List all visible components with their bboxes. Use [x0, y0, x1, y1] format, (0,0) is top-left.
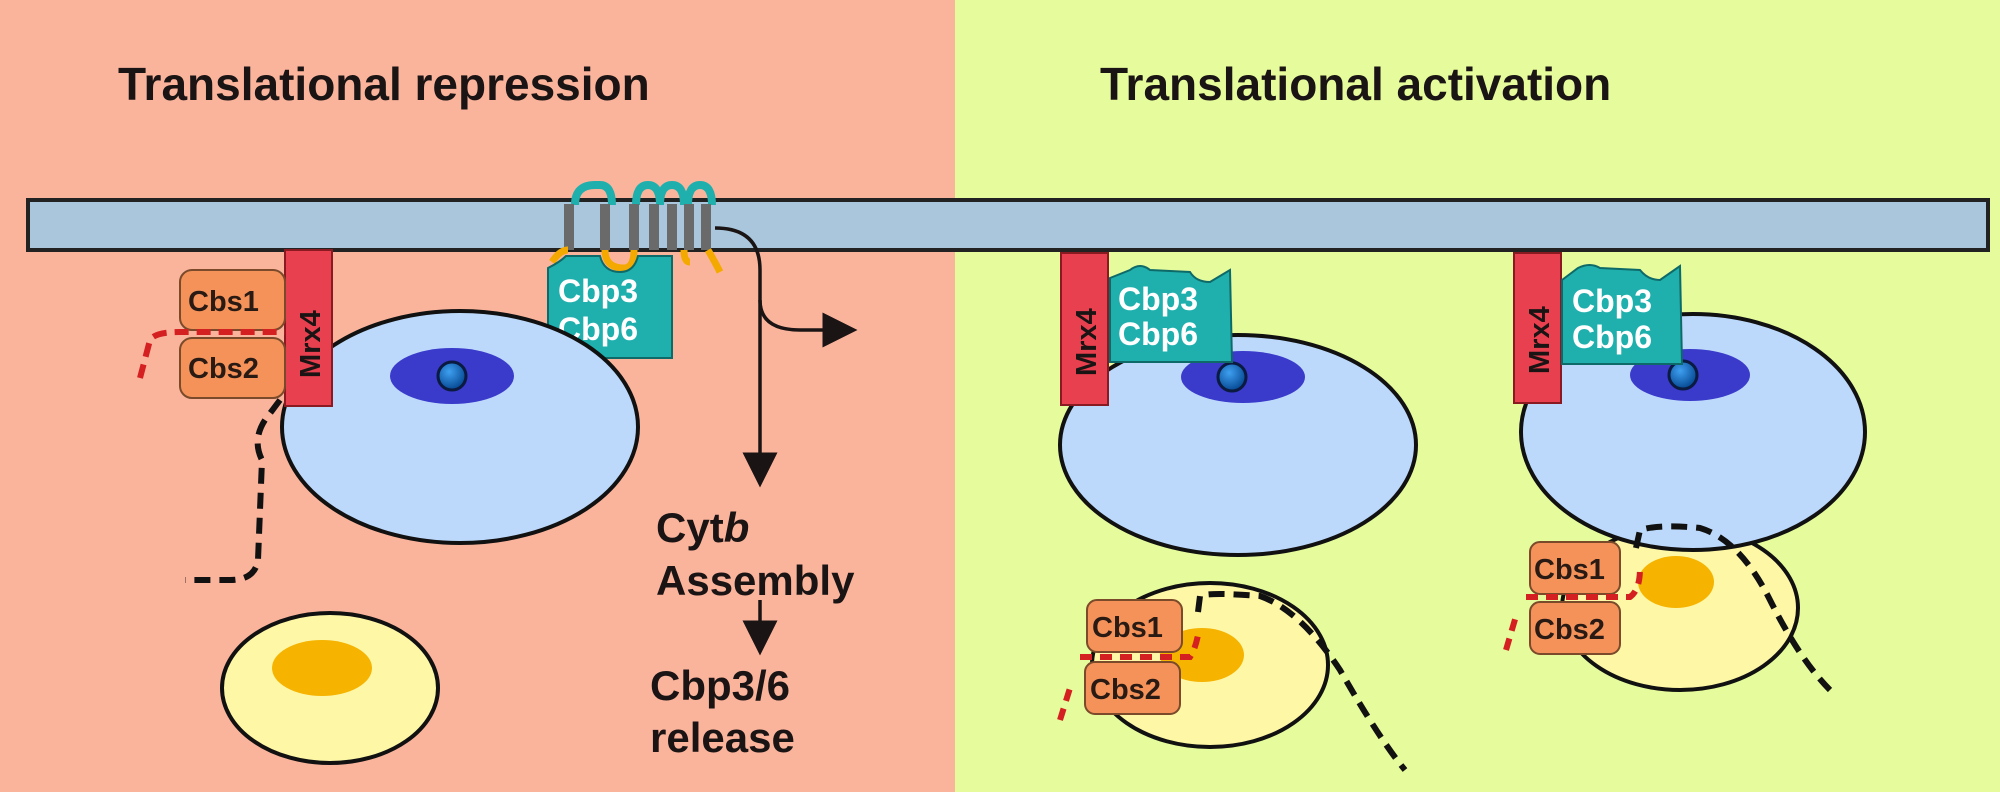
cbp6-label: Cbp6 — [1572, 319, 1652, 355]
cbs2-label: Cbs2 — [1534, 614, 1605, 646]
cbp6-label: Cbp6 — [1118, 316, 1198, 352]
cbp3-label: Cbp3 — [558, 273, 638, 309]
ribosome-ball-icon — [436, 360, 468, 392]
cbp3-cbp6-complex-repression: Cbp3 Cbp6 — [547, 255, 673, 359]
translating-ribosome-2: Mrx4 Cbp3 Cbp6 Cbs1 Cbs2 — [1503, 252, 1867, 693]
mrx4-repression: Mrx4 — [284, 249, 333, 407]
mrx4-label: Mrx4 — [1524, 306, 1556, 374]
cbp3-label: Cbp3 — [1118, 281, 1198, 317]
cytb-exit-arrow — [714, 226, 778, 488]
activation-title: Translational activation — [1100, 58, 1611, 110]
translating-ribosome-1: Mrx4 Cbp3 Cbp6 Cbs1 Cbs2 — [1057, 252, 1418, 772]
inner-membrane — [26, 198, 1990, 252]
mrx4-label: Mrx4 — [295, 310, 327, 378]
small-subunit-spot — [272, 640, 372, 696]
assembly-label: Assembly — [656, 557, 855, 604]
cbs1-label: Cbs1 — [188, 286, 259, 318]
branch-arrow — [758, 299, 858, 348]
repression-title: Translational repression — [118, 58, 650, 110]
cbp36-release-step: Cbp3/6 — [650, 662, 790, 709]
cytb-assembly-step: Cytb — [656, 504, 749, 551]
cbs1-cbs2-complex-repression: Cbs1 Cbs2 — [137, 269, 286, 399]
cbp3-label: Cbp3 — [1572, 283, 1652, 319]
large-ribosome-subunit — [280, 309, 640, 545]
cbs2-label: Cbs2 — [188, 353, 259, 385]
cytb-transmembrane-helices — [549, 180, 724, 274]
release-label: release — [650, 714, 795, 761]
cbs2-label: Cbs2 — [1090, 674, 1161, 706]
mrx4-label: Mrx4 — [1071, 308, 1103, 376]
mrna-strand-repression — [185, 398, 283, 583]
cbs1-label: Cbs1 — [1092, 612, 1163, 644]
cbs1-label: Cbs1 — [1534, 554, 1605, 586]
